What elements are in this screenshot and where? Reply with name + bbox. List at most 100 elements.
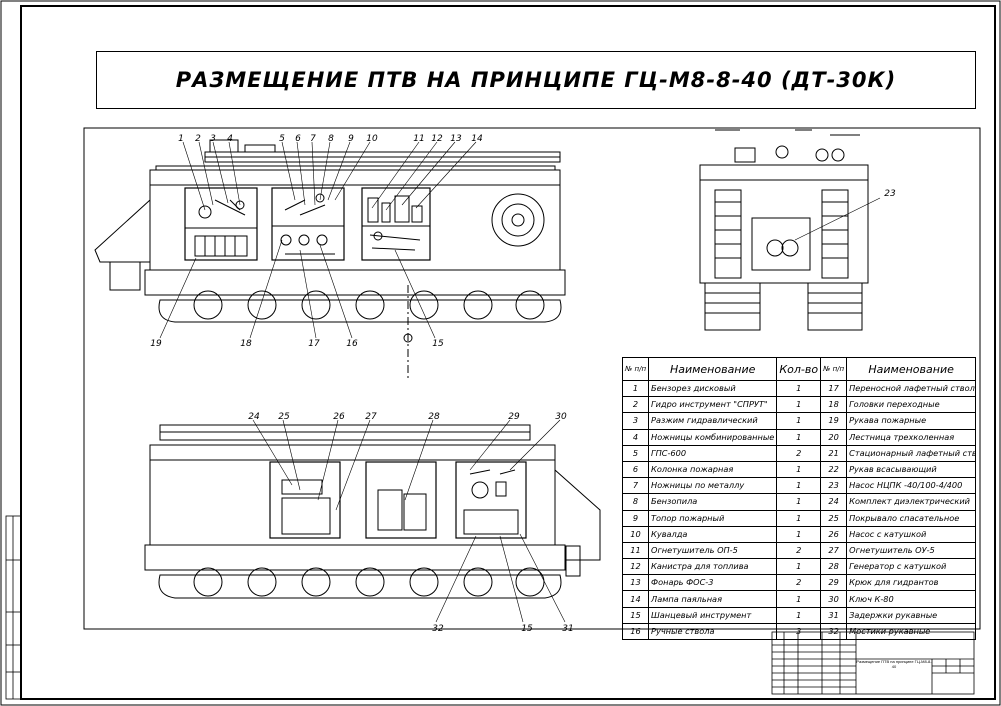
top-callout-leaders	[159, 141, 477, 339]
row-num2: 30	[820, 590, 848, 608]
row-name2: Генератор с катушкой	[846, 558, 977, 576]
row-num2: 22	[820, 460, 848, 479]
row-name: Разжим гидравлический	[648, 412, 778, 430]
rear-view	[699, 129, 881, 331]
row-num: 11	[621, 541, 650, 560]
callout-27: 27	[365, 412, 377, 422]
row-num2: 29	[820, 574, 848, 592]
callout-12: 12	[431, 134, 443, 144]
row-num2: 27	[820, 541, 848, 560]
header-num: № п/п	[621, 357, 650, 381]
row-num: 5	[621, 444, 650, 462]
callout-28: 28	[428, 412, 440, 422]
callout-25: 25	[278, 412, 290, 422]
top-road-wheels	[193, 290, 545, 320]
callout-1: 1	[178, 134, 184, 144]
row-qty: 1	[776, 379, 822, 398]
row-name2: Покрывало спасательное	[846, 509, 977, 527]
row-num2: 18	[820, 396, 848, 414]
header-qty: Кол-во	[776, 357, 822, 381]
row-num: 13	[621, 574, 650, 592]
callout-3: 3	[210, 134, 216, 144]
row-name2: Комплект диэлектрический	[846, 493, 977, 511]
row-num2: 28	[820, 558, 848, 576]
row-name: Кувалда	[648, 525, 778, 543]
row-num: 2	[621, 396, 650, 414]
row-qty: 2	[776, 444, 822, 462]
callout-13: 13	[450, 134, 462, 144]
callout-6: 6	[295, 134, 301, 144]
callout-15: 15	[432, 339, 444, 349]
callout-14: 14	[471, 134, 483, 144]
row-num2: 20	[820, 428, 848, 446]
row-num2: 23	[820, 477, 848, 495]
row-name: Бензопила	[648, 493, 778, 511]
row-name2: Огнетушитель ОУ-5	[846, 541, 977, 560]
header-num2: № п/п	[820, 357, 848, 381]
inner-frame	[20, 5, 996, 700]
callout-32: 32	[432, 624, 444, 634]
row-num: 14	[621, 590, 650, 608]
row-name2: Лестница трехколенная	[846, 428, 977, 446]
callout-2: 2	[195, 134, 201, 144]
row-num: 6	[621, 460, 650, 479]
bottom-road-wheels	[193, 567, 545, 597]
header-name2: Наименование	[846, 357, 977, 381]
row-num2: 24	[820, 493, 848, 511]
row-qty: 2	[776, 541, 822, 560]
row-name: Канистра для топлива	[648, 558, 778, 576]
row-qty: 1	[776, 525, 822, 543]
row-name2: Стационарный лафетный ствол	[846, 444, 977, 462]
callout-9: 9	[348, 134, 354, 144]
row-num: 12	[621, 558, 650, 576]
page-title: РАЗМЕЩЕНИЕ ПТВ НА ПРИНЦИПЕ ГЦ-М8-8-40 (Д…	[175, 68, 897, 92]
row-num: 1	[621, 379, 650, 398]
row-name2: Рукава пожарные	[846, 412, 977, 430]
row-name: Огнетушитель ОП-5	[648, 541, 778, 560]
row-name: Шанцевый инструмент	[648, 606, 778, 624]
callout-18: 18	[240, 339, 252, 349]
title-block-stamp	[771, 631, 975, 695]
callout-24: 24	[248, 412, 260, 422]
callout-11: 11	[413, 134, 424, 144]
row-num: 7	[621, 477, 650, 495]
row-num: 4	[621, 428, 650, 446]
top-vehicle-side-view	[94, 139, 566, 380]
callout-10: 10	[366, 134, 378, 144]
callout-23: 23	[884, 189, 896, 199]
callout-7: 7	[310, 134, 316, 144]
spec-header-row: № п/п Наименование Кол-во № п/п Наименов…	[621, 357, 977, 381]
row-num2: 25	[820, 509, 848, 527]
side-stamp	[5, 515, 22, 700]
row-num2: 31	[820, 606, 848, 624]
row-name2: Ключ К-80	[846, 590, 977, 608]
callout-15b: 15	[521, 624, 533, 634]
row-qty: 1	[776, 460, 822, 479]
bottom-callout-leaders	[252, 419, 566, 623]
callout-26: 26	[333, 412, 345, 422]
row-num2: 26	[820, 525, 848, 543]
row-name: Ножницы по металлу	[648, 477, 778, 495]
drawing-area-frame	[83, 127, 981, 630]
stamp-doc-title: Размещение ПТВ на принципе ГЦ-М8-8-40	[856, 659, 932, 669]
callout-29: 29	[508, 412, 520, 422]
row-qty: 3	[776, 622, 822, 641]
row-num: 9	[621, 509, 650, 527]
row-num: 10	[621, 525, 650, 543]
row-name2: Крюк для гидрантов	[846, 574, 977, 592]
callout-8: 8	[328, 134, 334, 144]
